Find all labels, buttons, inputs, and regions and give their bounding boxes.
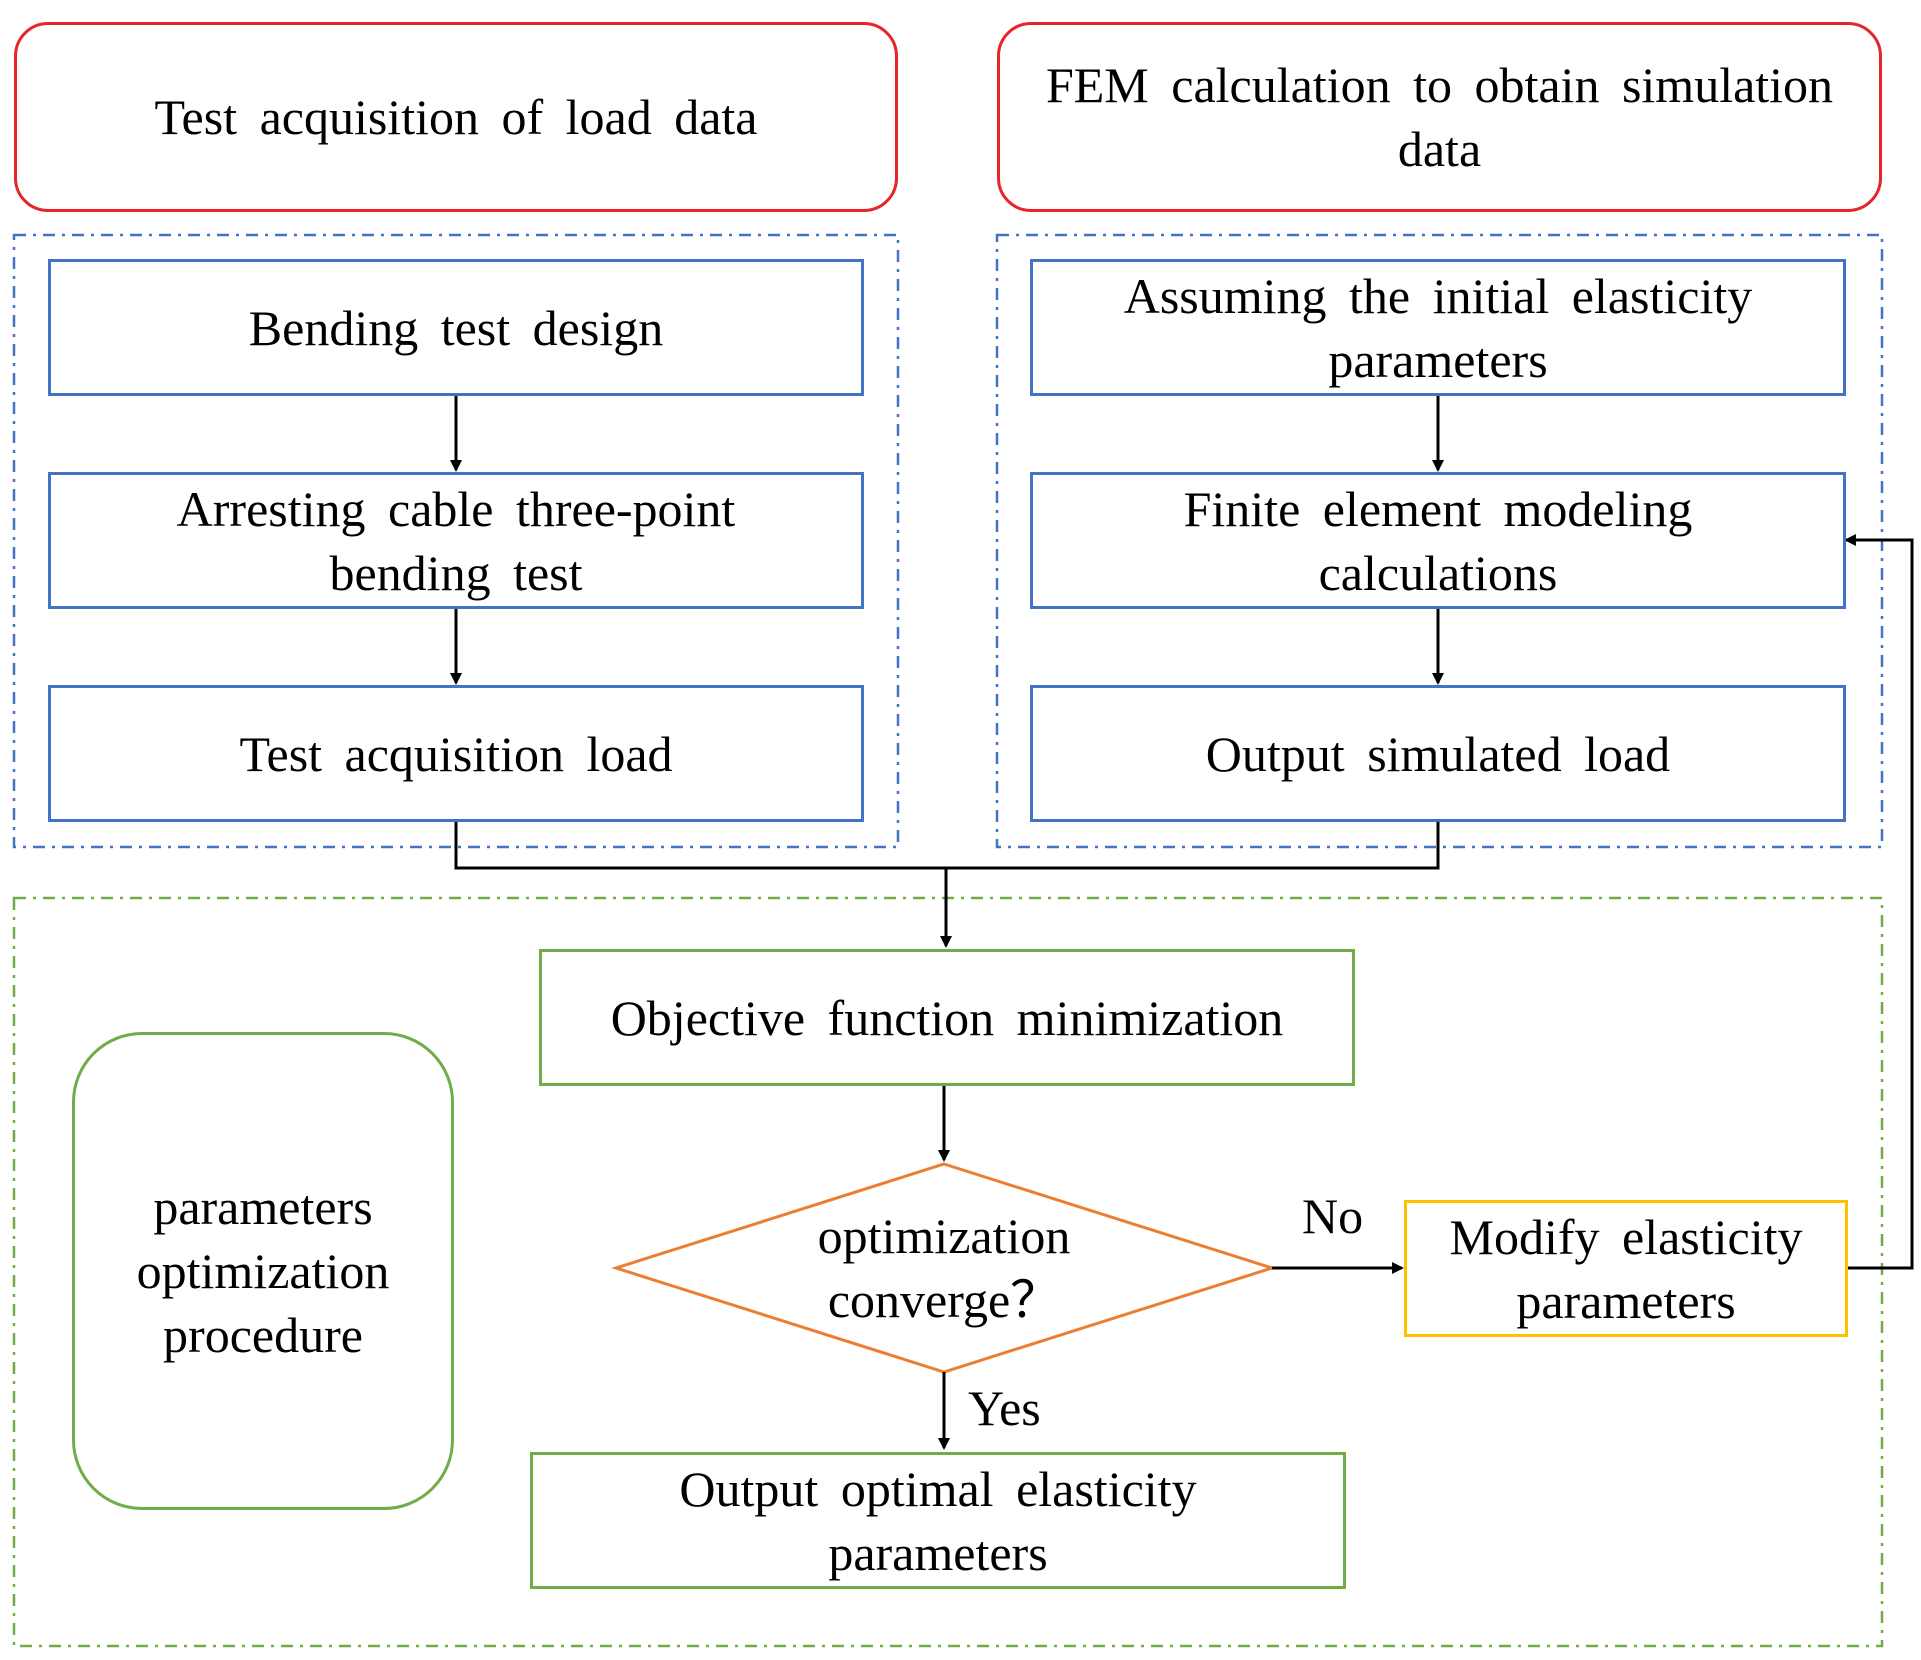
output-text: Output optimal elasticity parameters — [679, 1460, 1197, 1581]
right-step-1: Assuming the initial elasticity paramete… — [1030, 259, 1846, 396]
optimization-group-frame — [12, 896, 1884, 1648]
left-header-box: Test acquisition of load data — [14, 22, 898, 212]
right-step-2: Finite element modeling calculations — [1030, 472, 1846, 609]
modify-box: Modify elasticity parameters — [1404, 1200, 1848, 1337]
right-step-1-text: Assuming the initial elasticity paramete… — [1123, 267, 1753, 388]
left-step-2: Arresting cable three-point bending test — [48, 472, 864, 609]
left-step-3-text: Test acquisition load — [239, 725, 673, 782]
objective-text: Objective function minimization — [610, 989, 1284, 1046]
right-step-3: Output simulated load — [1030, 685, 1846, 822]
merge-connector — [454, 822, 1440, 870]
procedure-label-box: parameters optimization procedure — [72, 1032, 454, 1510]
no-label: No — [1302, 1188, 1364, 1244]
right-step-2-text: Finite element modeling calculations — [1183, 480, 1693, 601]
yes-label: Yes — [968, 1380, 1041, 1436]
feedback-loop — [1844, 534, 1914, 1270]
left-group-frame — [12, 233, 900, 849]
decision-text: optimization converge？ — [817, 1208, 1071, 1328]
right-header-box: FEM calculation to obtain simulation dat… — [997, 22, 1882, 212]
right-step-3-text: Output simulated load — [1205, 725, 1671, 782]
objective-box: Objective function minimization — [539, 949, 1355, 1086]
right-header-text: FEM calculation to obtain simulation dat… — [1045, 57, 1834, 177]
procedure-label-text: parameters optimization procedure — [136, 1179, 390, 1363]
left-step-1-text: Bending test design — [248, 299, 664, 356]
left-header-text: Test acquisition of load data — [154, 89, 758, 145]
modify-text: Modify elasticity parameters — [1449, 1208, 1803, 1329]
left-step-1: Bending test design — [48, 259, 864, 396]
left-step-3: Test acquisition load — [48, 685, 864, 822]
output-box: Output optimal elasticity parameters — [530, 1452, 1346, 1589]
decision-text-area: optimization converge？ — [760, 1200, 1128, 1336]
left-step-2-text: Arresting cable three-point bending test — [176, 480, 736, 601]
